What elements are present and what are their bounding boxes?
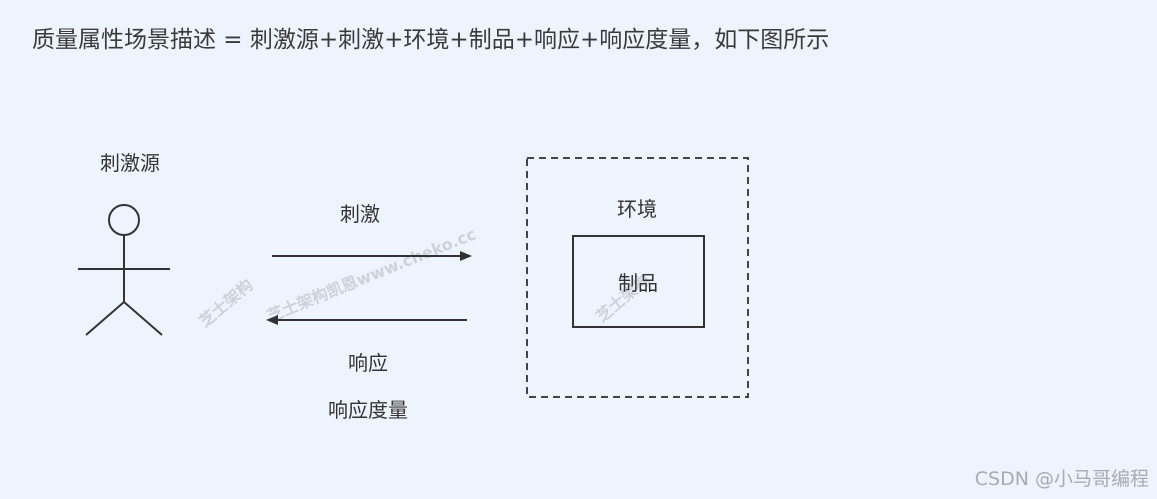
- stimulus-label: 刺激: [340, 202, 380, 226]
- actor-label: 刺激源: [100, 151, 160, 175]
- response-measure-label: 响应度量: [328, 398, 408, 422]
- page-title: 质量属性场景描述 = 刺激源+刺激+环境+制品+响应+响应度量，如下图所示: [32, 27, 830, 53]
- credit-watermark: CSDN @小马哥编程: [974, 468, 1149, 490]
- watermark-text: 芝士架构凯恩www.cheko.cc: [264, 224, 478, 325]
- actor-stick-figure: [78, 204, 170, 336]
- environment-label: 环境: [617, 197, 657, 221]
- artifact-box: [572, 235, 705, 328]
- response-label: 响应: [348, 351, 388, 375]
- watermark-text: 芝士架构: [195, 275, 256, 331]
- artifact-label: 制品: [618, 271, 658, 295]
- environment-box: [526, 157, 749, 398]
